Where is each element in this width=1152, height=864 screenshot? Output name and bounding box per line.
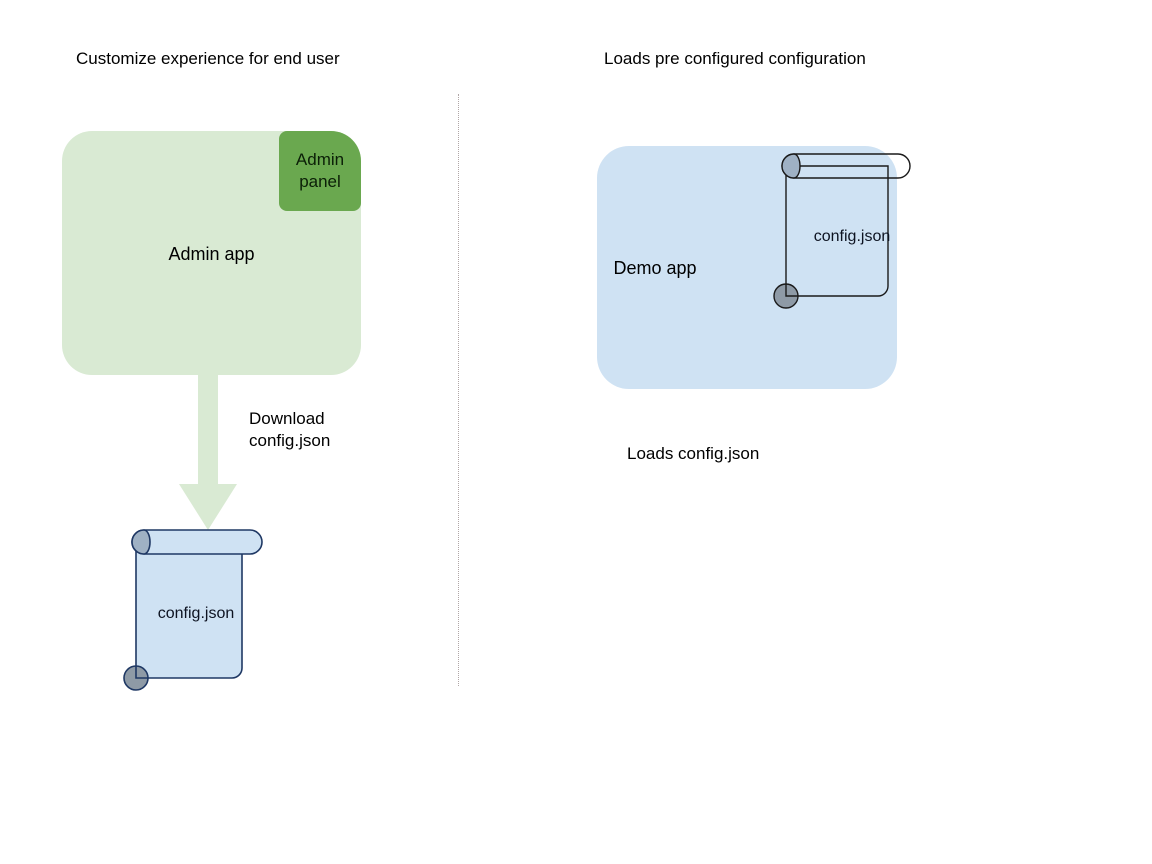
admin-app-label: Admin app xyxy=(168,244,255,264)
demo-app-label: Demo app xyxy=(613,258,697,278)
config-json-document-left: config.json xyxy=(118,528,268,691)
config-json-label-right: config.json xyxy=(813,228,891,245)
download-arrow-icon xyxy=(179,372,237,530)
column-divider xyxy=(458,94,459,686)
loads-config-caption: Loads config.json xyxy=(627,444,760,463)
admin-app-container: Admin app Admin panel xyxy=(62,131,361,375)
download-arrow-label: Download config.json xyxy=(249,409,331,450)
demo-app-container: Demo app xyxy=(597,146,897,389)
admin-panel-box[interactable]: Admin panel xyxy=(279,131,361,211)
config-json-document-right: config.json xyxy=(770,152,916,309)
config-json-label-left: config.json xyxy=(157,605,235,622)
admin-panel-label: Admin panel xyxy=(295,150,345,191)
left-column-heading: Customize experience for end user xyxy=(76,49,340,68)
right-column-heading: Loads pre configured configuration xyxy=(604,49,866,68)
